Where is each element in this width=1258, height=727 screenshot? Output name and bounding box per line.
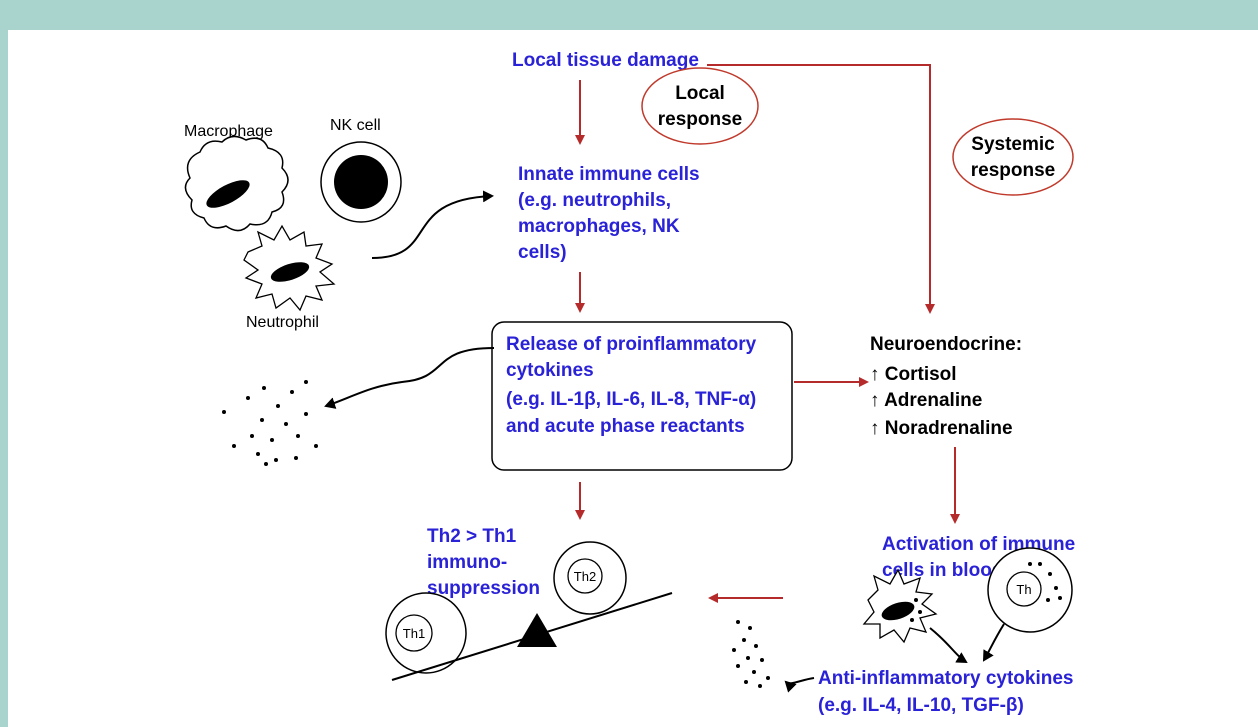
systemic-response-line2: response: [971, 160, 1055, 181]
systemic-response-line1: Systemic: [971, 134, 1055, 155]
nk-cell-icon: [321, 142, 401, 222]
proinflammatory-line2: cytokines: [506, 360, 594, 381]
proinflammatory-line4: and acute phase reactants: [506, 416, 745, 437]
neuroendocrine-noradrenaline: ↑ Noradrenaline: [870, 418, 1013, 439]
neuroendocrine-title: Neuroendocrine:: [870, 334, 1022, 355]
neutrophil-label: Neutrophil: [246, 314, 319, 331]
local-response-line1: Local: [675, 83, 725, 104]
th-label: Th: [1016, 582, 1031, 597]
local-response-line2: response: [658, 109, 742, 130]
th2-label: Th2: [574, 569, 596, 584]
innate-cells-line4: cells): [518, 242, 567, 263]
innate-cells-line2: (e.g. neutrophils,: [518, 190, 671, 211]
anti-inflammatory-line2: (e.g. IL-4, IL-10, TGF-β): [818, 695, 1024, 716]
neuroendocrine-adrenaline: ↑ Adrenaline: [870, 390, 982, 411]
innate-cells-line1: Innate immune cells: [518, 164, 700, 185]
th-balance-line1: Th2 > Th1: [427, 526, 517, 547]
th-cell-icon: Th: [988, 548, 1072, 632]
neuroendocrine-cortisol: ↑ Cortisol: [870, 364, 957, 385]
proinflammatory-line1: Release of proinflammatory: [506, 334, 757, 355]
th2-cell-icon: Th2: [554, 542, 626, 614]
innate-cells-line3: macrophages, NK: [518, 216, 680, 237]
th-balance-line2: immuno-: [427, 552, 507, 573]
th1-label: Th1: [403, 626, 425, 641]
anti-inflammatory-line1: Anti-inflammatory cytokines: [818, 668, 1074, 689]
proinflammatory-line3: (e.g. IL-1β, IL-6, IL-8, TNF-α): [506, 389, 756, 410]
th-balance-line3: suppression: [427, 578, 540, 599]
local-tissue-damage-label: Local tissue damage: [512, 50, 699, 71]
nk-cell-label: NK cell: [330, 117, 381, 134]
